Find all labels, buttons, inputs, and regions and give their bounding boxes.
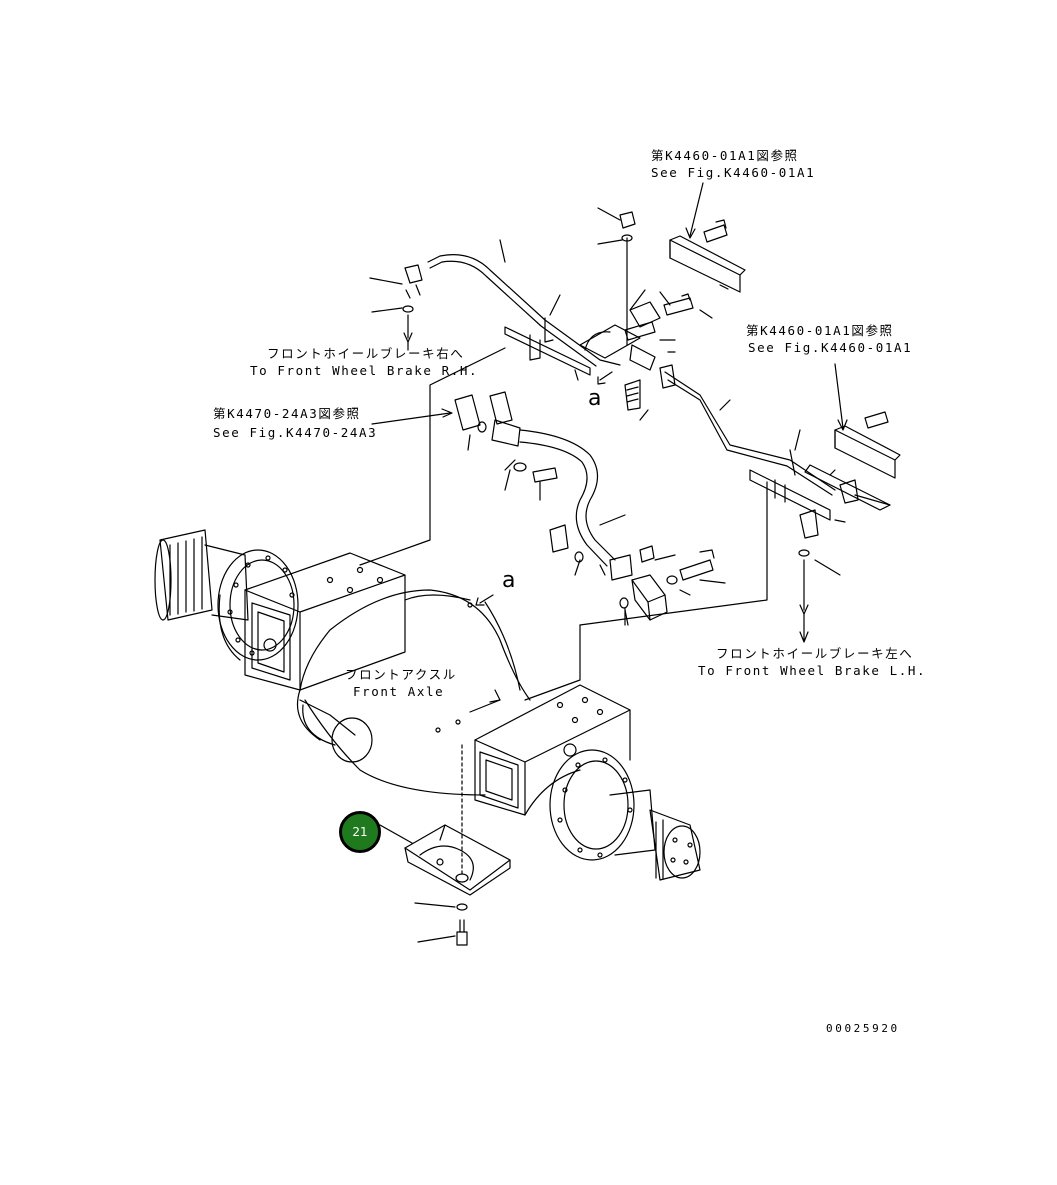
ref-k4460-top-jp: 第K4460-01A1図参照	[651, 148, 799, 163]
top-clamp-rail	[504, 317, 591, 381]
brake-lh-en: To Front Wheel Brake L.H.	[698, 663, 927, 678]
left-mount-block	[244, 552, 406, 691]
brake-rh-jp: フロントホイールブレーキ右へ	[267, 346, 465, 361]
axle-housing	[296, 589, 531, 796]
ref-k4460-top-en: See Fig.K4460-01A1	[651, 165, 816, 180]
axle-label-en: Front Axle	[353, 684, 445, 699]
ref-k4470-en: See Fig.K4470-24A3	[213, 425, 378, 440]
rh-brake-pipe	[369, 254, 621, 367]
plate-fasteners	[379, 744, 468, 946]
leader-lines	[359, 182, 848, 713]
brake-rh-en: To Front Wheel Brake R.H.	[250, 363, 479, 378]
ref-k4470-jp: 第K4470-24A3図参照	[213, 406, 361, 421]
center-bracket	[579, 207, 694, 421]
drawing-number: 00025920	[826, 1022, 900, 1035]
view-a-label-lower: a	[502, 568, 516, 593]
left-hub	[154, 529, 299, 661]
lh-brake-pipe	[659, 364, 836, 615]
callout-21-button[interactable]: 21	[339, 811, 381, 853]
top-right-bracket	[669, 219, 746, 293]
right-mount-block	[474, 684, 631, 816]
ref-k4460-right-jp: 第K4460-01A1図参照	[746, 323, 894, 338]
axle-label-jp: フロントアクスル	[345, 667, 457, 682]
flexible-hose	[454, 391, 633, 581]
guard-plate	[404, 824, 511, 896]
brake-lh-jp: フロントホイールブレーキ左へ	[716, 646, 914, 661]
lower-junction-block	[549, 524, 715, 621]
ref-k4460-right-en: See Fig.K4460-01A1	[748, 340, 913, 355]
right-hub	[549, 749, 701, 881]
right-bracket	[804, 411, 901, 511]
view-a-label-upper: a	[588, 386, 602, 411]
